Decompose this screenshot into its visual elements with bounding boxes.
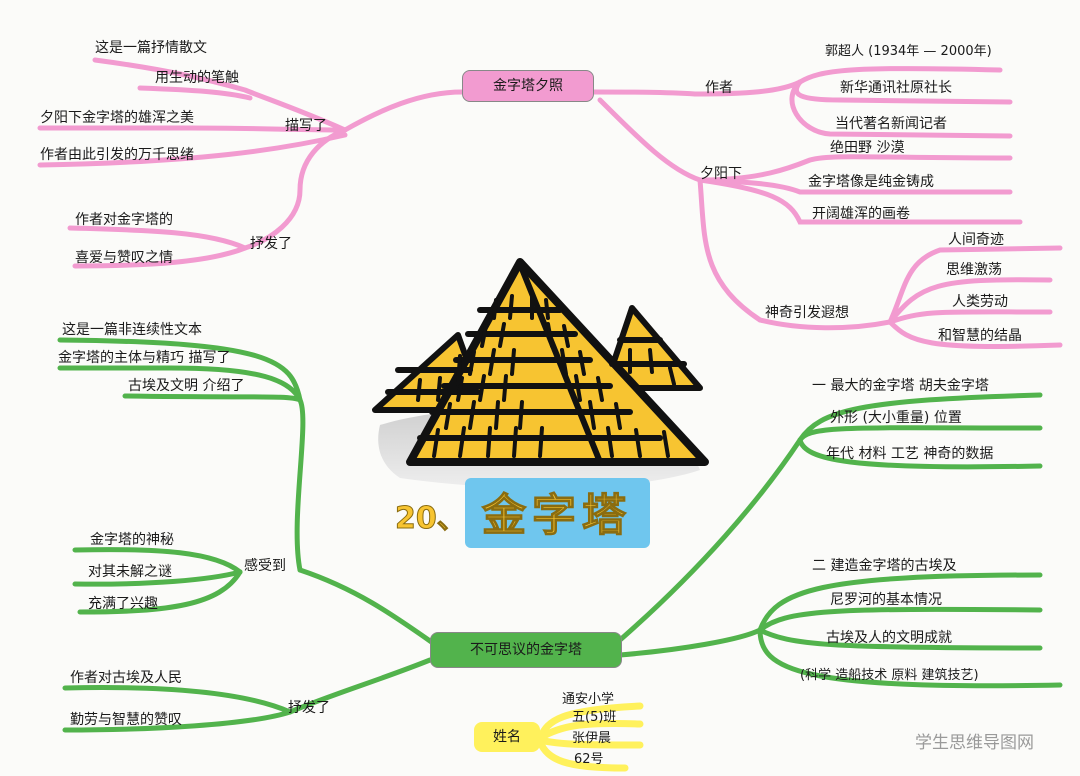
branch-one: 一 最大的金字塔 胡夫金字塔 [812, 378, 989, 394]
leaf-text: 人类劳动 [952, 294, 1008, 310]
leaf-text: 这是一篇非连续性文本 [62, 322, 202, 338]
leaf-text: 对其未解之谜 [88, 564, 172, 580]
leaf-text: 用生动的笔触 [155, 70, 239, 86]
leaf-text: 充满了兴趣 [88, 596, 158, 612]
leaf-text: 绝田野 沙漠 [830, 140, 905, 156]
leaf-text: 作者由此引发的万千思绪 [40, 147, 194, 163]
leaf-text: 作者对金字塔的 [75, 212, 173, 228]
branch-miaoxie: 描写了 [285, 118, 327, 134]
branch-xiyang: 夕阳下 [700, 166, 742, 182]
leaf-text: 人间奇迹 [948, 232, 1004, 248]
branch-zuozhe: 作者 [705, 80, 733, 96]
topic-main-bottom: 不可思议的金字塔 [430, 632, 622, 668]
watermark: 学生思维导图网 [915, 733, 1034, 753]
branch-shenqi: 神奇引发遐想 [765, 305, 849, 321]
class-name: 五(5)班 [572, 710, 617, 725]
branch-ganshou: 感受到 [244, 558, 286, 574]
leaf-text: 作者对古埃及人民 [70, 670, 182, 686]
leaf-text: 和智慧的结晶 [938, 328, 1022, 344]
leaf-text: 尼罗河的基本情况 [830, 592, 942, 608]
topic-number: 20、 [395, 501, 467, 536]
leaf-text: 金字塔的神秘 [90, 532, 174, 548]
leaf-text: 古埃及文明 介绍了 [128, 378, 245, 394]
leaf-text: 思维激荡 [946, 262, 1002, 278]
school-name: 通安小学 [562, 692, 615, 707]
leaf-text: 这是一篇抒情散文 [95, 40, 207, 56]
leaf-text: 勤劳与智慧的赞叹 [70, 712, 182, 728]
leaf-text: 郭超人 (1934年 — 2000年) [825, 44, 992, 59]
green-branches [57, 337, 1063, 733]
leaf-text: 金字塔的主体与精巧 描写了 [58, 350, 231, 366]
leaf-text: 开阔雄浑的画卷 [812, 206, 910, 222]
topic-main-top: 金字塔夕照 [462, 70, 594, 102]
leaf-text: 年代 材料 工艺 神奇的数据 [826, 446, 994, 462]
student-name: 张伊晨 [572, 731, 612, 746]
pyramid-illustration [372, 258, 709, 489]
topic-title: 金字塔 [481, 490, 632, 541]
leaf-text: 新华通讯社原社长 [840, 80, 952, 96]
student-number: 62号 [574, 752, 604, 767]
leaf-text: 古埃及人的文明成就 [826, 630, 952, 646]
leaf-text: 喜爱与赞叹之情 [75, 250, 173, 266]
title-box [465, 478, 650, 548]
name-label: 姓名 [474, 722, 540, 752]
leaf-text: 夕阳下金字塔的雄浑之美 [40, 110, 194, 126]
yellow-branches [536, 702, 644, 772]
branch-shufa-top: 抒发了 [250, 236, 292, 252]
branch-shufa-bottom: 抒发了 [288, 700, 330, 716]
pink-branches [37, 57, 1063, 349]
leaf-text: 金字塔像是纯金铸成 [808, 174, 934, 190]
leaf-text: 外形 (大小重量) 位置 [830, 410, 962, 426]
branch-two: 二 建造金字塔的古埃及 [812, 558, 957, 574]
leaf-text: 当代著名新闻记者 [835, 116, 947, 132]
leaf-text: (科学 造船技术 原料 建筑技艺) [800, 668, 979, 683]
